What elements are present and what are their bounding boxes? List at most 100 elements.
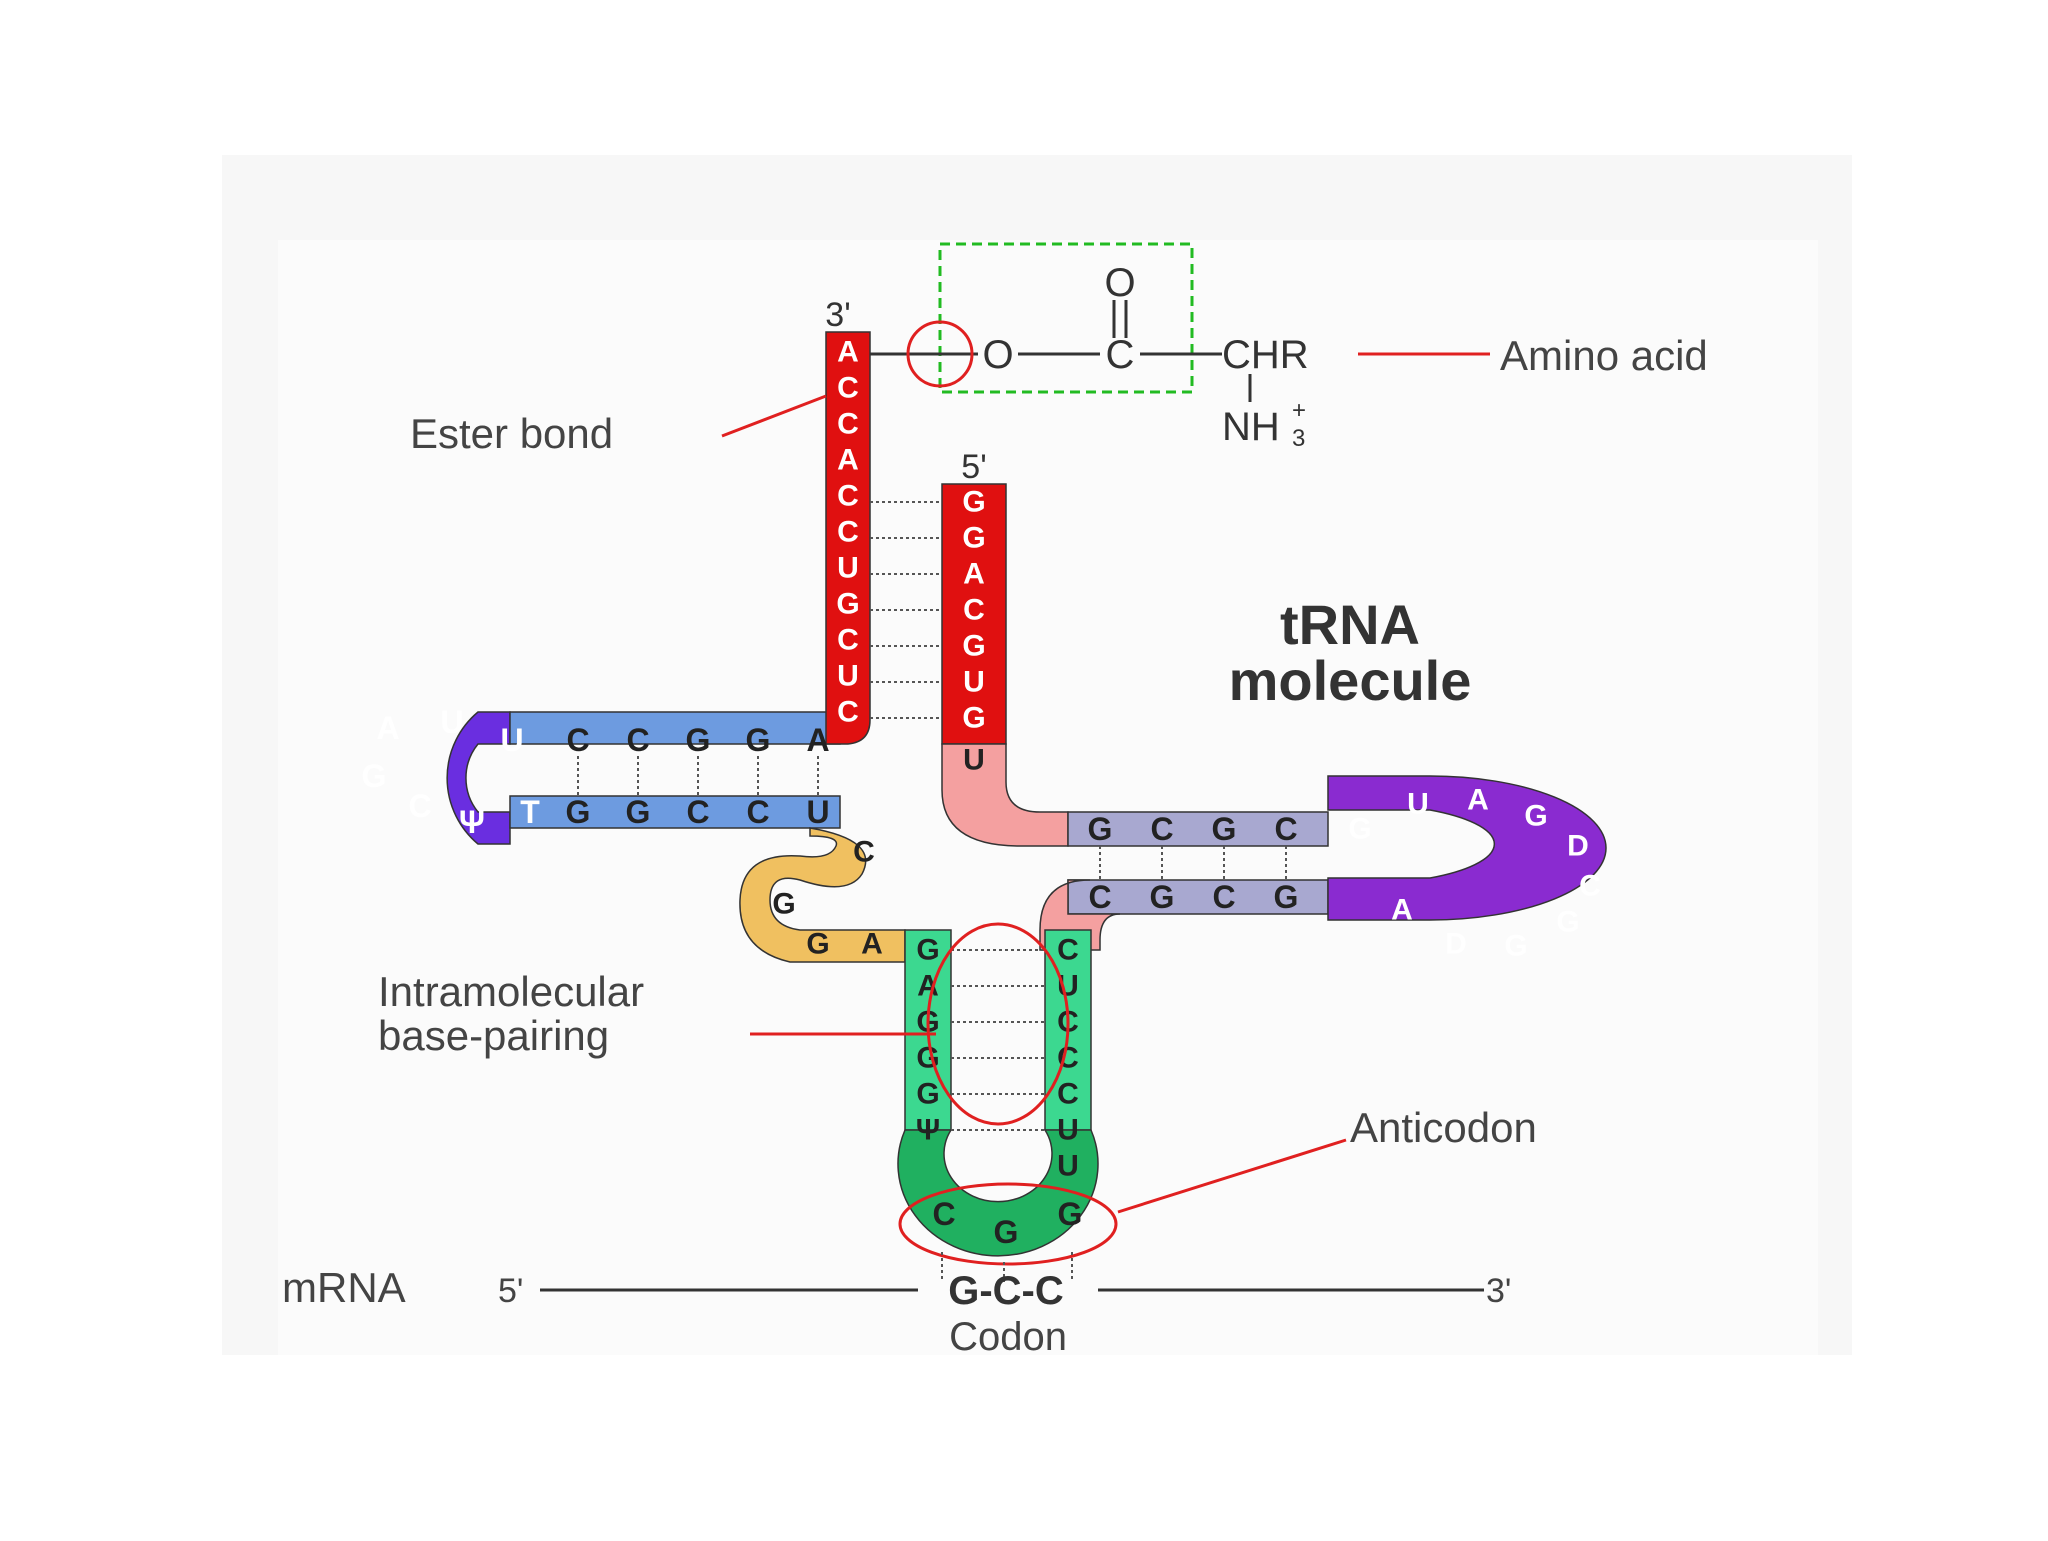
title-line-1: tRNA <box>1280 593 1420 656</box>
carbonyl-carbon: C <box>1106 333 1135 377</box>
t-loop-base: D <box>1445 928 1467 961</box>
anticodon-highlight <box>898 1182 1118 1266</box>
anticodon-base: C <box>932 1196 955 1232</box>
d-loop-base: U <box>440 704 463 740</box>
amino-acid-label: Amino acid <box>1500 332 1708 379</box>
d-loop-base: U <box>500 722 523 758</box>
acceptor-3prime-base: C <box>837 624 859 657</box>
t-stem-bottom-base: C <box>1088 879 1111 915</box>
d-loop-base: G <box>362 758 387 794</box>
anticodon-stem-left-base: G <box>916 1078 939 1111</box>
t-loop-base: G <box>1524 800 1547 833</box>
anticodon-stem-left-base: Ψ <box>916 1114 940 1147</box>
d-stem-top-base: G <box>686 722 711 758</box>
t-stem-top-backbone <box>1067 811 1329 847</box>
d-stem-top-base: C <box>566 722 589 758</box>
chr-group: CHR <box>1222 333 1309 377</box>
acceptor-5prime-base: C <box>963 594 985 627</box>
anticodon-stem-left-base: A <box>917 970 939 1003</box>
d-stem-bottom-backbone <box>509 795 841 829</box>
d-stem-top-backbone <box>509 711 841 745</box>
three-prime-label: 3' <box>825 296 850 334</box>
t-loop-base: U <box>1407 788 1429 821</box>
base-pairing-highlight <box>926 922 1070 1126</box>
acceptor-3prime-backbone <box>825 331 871 745</box>
d-stem-top-base: G <box>746 722 771 758</box>
amine-subscript: 3 <box>1292 425 1305 452</box>
t-loop-base: A <box>1467 784 1489 817</box>
intramolecular-label-2: base-pairing <box>378 1012 609 1059</box>
d-loop-base: C <box>408 788 431 824</box>
codon-label: Codon <box>949 1315 1067 1359</box>
carbonyl-oxygen: O <box>1104 261 1135 305</box>
acceptor-5prime-backbone <box>941 483 1007 745</box>
t-stem-bottom-base: G <box>1274 879 1299 915</box>
d-stem-bottom-base: U <box>806 794 829 830</box>
t-arm <box>1067 775 1607 921</box>
linker-backbone <box>739 827 906 963</box>
amino-acid-box <box>938 242 1194 394</box>
t-loop-base: C <box>1579 870 1601 903</box>
amine-charge: + <box>1292 397 1306 424</box>
d-loop-base: Ψ <box>459 804 485 840</box>
acceptor-3prime-base: U <box>837 552 859 585</box>
t-loop-base: A <box>1391 894 1413 927</box>
t-loop-backbone <box>1327 775 1607 921</box>
t-stem-top-base: G <box>1088 811 1113 847</box>
anticodon-stem-left-base: G <box>916 934 939 967</box>
t-stem-bottom-base: G <box>1150 879 1175 915</box>
d-stem-top-base: C <box>626 722 649 758</box>
mrna-label: mRNA <box>282 1264 406 1311</box>
ester-oxygen: O <box>982 333 1013 377</box>
acceptor-5prime-base: G <box>962 630 985 663</box>
acceptor-3prime-base: C <box>837 408 859 441</box>
five-prime-label: 5' <box>961 448 986 486</box>
t-stem-top-base: C <box>1274 811 1297 847</box>
d-loop-base: A <box>376 710 399 746</box>
acceptor-3prime-base: C <box>837 696 859 729</box>
acceptor-3prime-base: G <box>836 588 859 621</box>
d-loop-backbone <box>446 711 511 845</box>
acceptor-3prime-base: A <box>837 444 859 477</box>
anticodon-stem-right-base: U <box>1057 970 1079 1003</box>
t-loop-base: G <box>1504 930 1527 963</box>
acceptor-3prime-base: C <box>837 480 859 513</box>
t-stem-bottom-base: C <box>1212 879 1235 915</box>
variable-base: G <box>806 928 829 961</box>
anticodon-base: G <box>994 1214 1019 1250</box>
anticodon-stem-right-base: U <box>1057 1150 1079 1183</box>
ester-bond-label: Ester bond <box>410 410 613 457</box>
d-stem-bottom-base: C <box>686 794 709 830</box>
anticodon-label: Anticodon <box>1350 1104 1537 1151</box>
connector-backbone <box>941 743 1069 847</box>
intramolecular-label-1: Intramolecular <box>378 968 644 1015</box>
acceptor-5prime-base: G <box>962 522 985 555</box>
acceptor-5prime-base: U <box>963 666 985 699</box>
mrna-5prime-label: 5' <box>498 1272 523 1310</box>
codon-pair-lines <box>941 1252 1073 1282</box>
ester-bond-highlight <box>906 320 974 388</box>
linker-base: U <box>963 744 985 777</box>
variable-base: C <box>853 836 875 869</box>
base-pair-lines <box>577 501 1287 1131</box>
anticodon-loop-backbone <box>897 1129 1099 1257</box>
acceptor-5prime-base: A <box>963 558 985 591</box>
acceptor-3prime-base: U <box>837 660 859 693</box>
anticodon-base: G <box>1058 1196 1083 1232</box>
variable-base: A <box>861 928 883 961</box>
t-loop-base: G <box>1348 813 1371 846</box>
t-loop-base: D <box>1567 830 1589 863</box>
anticodon-stem-right-base: C <box>1057 934 1079 967</box>
title-line-2: molecule <box>1229 649 1472 712</box>
d-stem-bottom-base: C <box>746 794 769 830</box>
t-loop-base: G <box>1556 906 1579 939</box>
d-loop-base: T <box>520 794 540 830</box>
acceptor-3prime-base: A <box>837 336 859 369</box>
mrna-3prime-label: 3' <box>1486 1272 1511 1310</box>
d-stem-bottom-base: G <box>626 794 651 830</box>
ester-bond-pointer <box>721 394 827 438</box>
d-stem-bottom-base: G <box>566 794 591 830</box>
t-stem-top-base: C <box>1150 811 1173 847</box>
